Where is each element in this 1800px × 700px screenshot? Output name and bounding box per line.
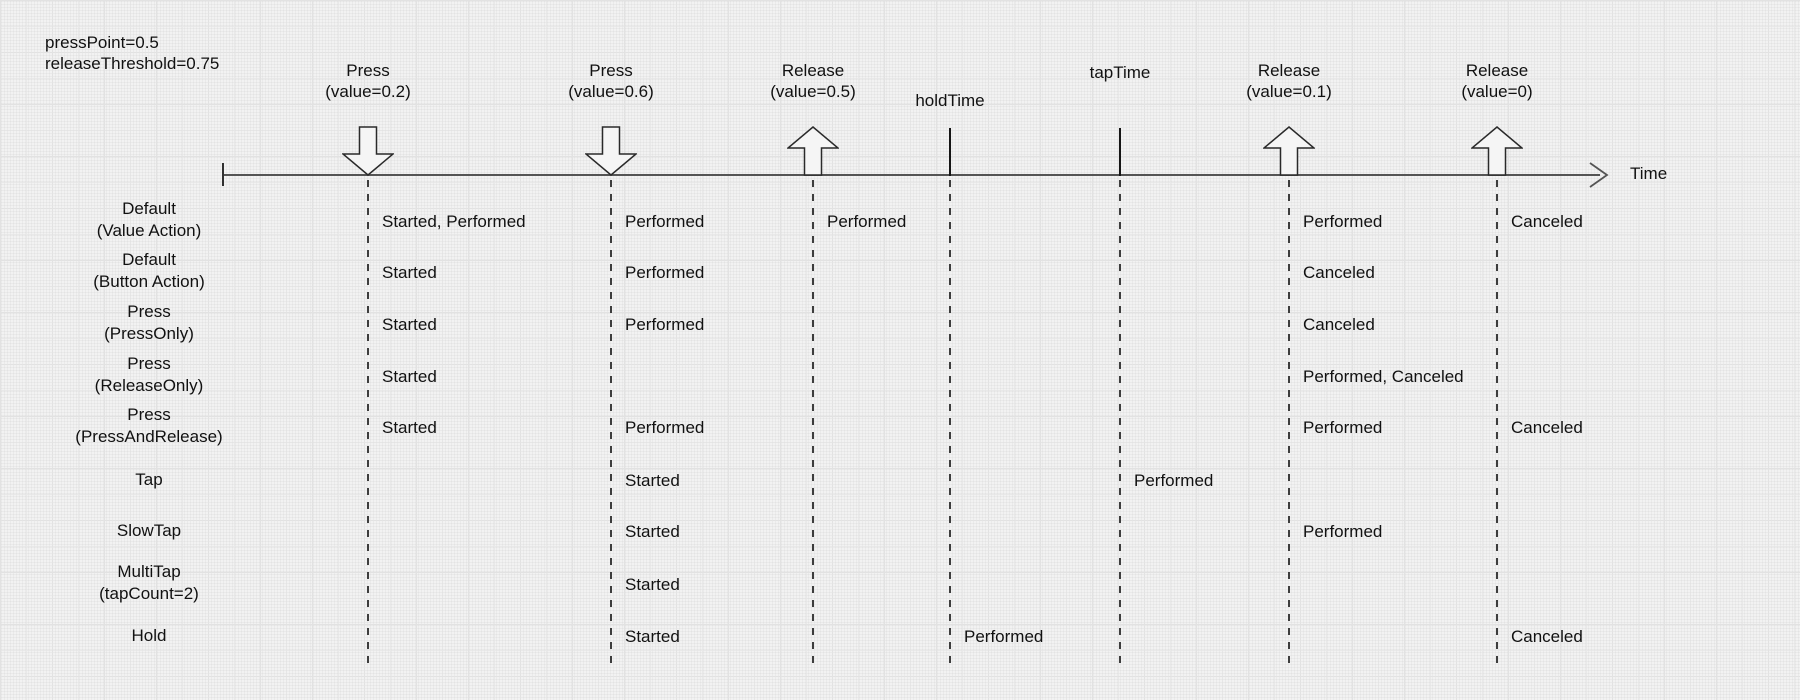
- row-label-line2: (Button Action): [93, 272, 205, 291]
- row-label-hold: Hold: [29, 625, 269, 647]
- event-header-release-0: Release (value=0): [1397, 60, 1597, 102]
- cell-tap-tap-time: Performed: [1134, 471, 1214, 490]
- event-guide-release-05: [812, 180, 814, 664]
- cell-slowtap-press-06: Started: [625, 522, 680, 541]
- cell-default-value-action-release-05: Performed: [827, 212, 907, 231]
- event-header-line2: (value=0.6): [568, 82, 654, 101]
- arrow-up-icon-release-01: [1261, 126, 1317, 176]
- row-label-line1: Press: [127, 302, 171, 321]
- event-header-press-06: Press (value=0.6): [511, 60, 711, 102]
- cell-press-pressonly-press-02: Started: [382, 315, 437, 334]
- row-label-line1: Press: [127, 354, 171, 373]
- row-label-default-value-action: Default (Value Action): [29, 198, 269, 242]
- time-axis-origin-tick: [222, 163, 224, 186]
- cell-hold-release-0: Canceled: [1511, 627, 1583, 646]
- row-label-line2: (ReleaseOnly): [94, 376, 204, 395]
- event-guide-press-02: [367, 180, 369, 664]
- arrow-up-icon-release-0: [1469, 126, 1525, 176]
- event-guide-release-01: [1288, 180, 1290, 664]
- cell-default-button-action-release-01: Canceled: [1303, 263, 1375, 282]
- row-label-line1: Default: [122, 250, 176, 269]
- row-label-line2: (tapCount=2): [99, 584, 199, 603]
- row-label-line1: SlowTap: [116, 521, 182, 540]
- arrow-down-icon-press-02: [340, 126, 396, 176]
- event-header-hold-time: holdTime: [850, 90, 1050, 111]
- event-header-line1: Release: [781, 61, 845, 80]
- arrow-up-icon-release-05: [785, 126, 841, 176]
- event-header-tap-time: tapTime: [1020, 62, 1220, 83]
- event-header-release-05: Release (value=0.5): [713, 60, 913, 102]
- event-header-release-01: Release (value=0.1): [1189, 60, 1389, 102]
- release-threshold-text: releaseThreshold=0.75: [45, 54, 220, 73]
- cell-default-button-action-press-02: Started: [382, 263, 437, 282]
- event-header-press-02: Press (value=0.2): [268, 60, 468, 102]
- event-guide-tap-time: [1119, 180, 1121, 664]
- cell-multitap-press-06: Started: [625, 575, 680, 594]
- row-label-slowtap: SlowTap: [29, 520, 269, 542]
- row-label-press-pressonly: Press (PressOnly): [29, 301, 269, 345]
- event-header-line1: Press: [589, 61, 633, 80]
- cell-press-pressonly-press-06: Performed: [625, 315, 705, 334]
- cell-slowtap-release-01: Performed: [1303, 522, 1383, 541]
- row-label-line1: Hold: [131, 626, 167, 645]
- event-header-line2: (value=0.1): [1246, 82, 1332, 101]
- event-tick-tap-time: [1119, 128, 1121, 176]
- cell-tap-press-06: Started: [625, 471, 680, 490]
- event-header-line1: Release: [1257, 61, 1321, 80]
- cell-press-pressonly-release-01: Canceled: [1303, 315, 1375, 334]
- cell-default-value-action-press-06: Performed: [625, 212, 705, 231]
- cell-press-releaseonly-release-01: Performed, Canceled: [1303, 367, 1464, 386]
- event-header-line2: (value=0.2): [325, 82, 411, 101]
- cell-default-value-action-release-01: Performed: [1303, 212, 1383, 231]
- cell-press-releaseonly-press-02: Started: [382, 367, 437, 386]
- cell-press-pressandrelease-release-01: Performed: [1303, 418, 1383, 437]
- row-label-line2: (Value Action): [96, 221, 202, 240]
- event-header-line2: (value=0.5): [770, 82, 856, 101]
- cell-default-value-action-release-0: Canceled: [1511, 212, 1583, 231]
- row-label-press-pressandrelease: Press (PressAndRelease): [29, 404, 269, 448]
- cell-press-pressandrelease-press-06: Performed: [625, 418, 705, 437]
- row-label-line1: Tap: [135, 470, 163, 489]
- row-label-line1: MultiTap: [117, 562, 181, 581]
- cell-hold-press-06: Started: [625, 627, 680, 646]
- row-label-line2: (PressAndRelease): [75, 427, 223, 446]
- event-guide-press-06: [610, 180, 612, 664]
- arrow-down-icon-press-06: [583, 126, 639, 176]
- event-header-line1: holdTime: [915, 91, 985, 110]
- time-axis-line: [222, 174, 1600, 176]
- event-header-line1: Press: [346, 61, 390, 80]
- row-label-tap: Tap: [29, 469, 269, 491]
- cell-hold-hold-time: Performed: [964, 627, 1044, 646]
- cell-default-button-action-press-06: Performed: [625, 263, 705, 282]
- parameters-note: pressPoint=0.5 releaseThreshold=0.75: [45, 32, 219, 74]
- row-label-default-button-action: Default (Button Action): [29, 249, 269, 293]
- row-label-line1: Default: [122, 199, 176, 218]
- cell-press-pressandrelease-release-0: Canceled: [1511, 418, 1583, 437]
- event-guide-hold-time: [949, 180, 951, 664]
- event-header-line1: tapTime: [1089, 63, 1151, 82]
- event-tick-hold-time: [949, 128, 951, 176]
- row-label-multitap: MultiTap (tapCount=2): [29, 561, 269, 605]
- time-axis-arrowhead-icon: [1589, 162, 1609, 188]
- time-axis-label: Time: [1630, 164, 1668, 183]
- press-point-text: pressPoint=0.5: [45, 33, 159, 52]
- event-guide-release-0: [1496, 180, 1498, 664]
- cell-press-pressandrelease-press-02: Started: [382, 418, 437, 437]
- row-label-line1: Press: [127, 405, 171, 424]
- event-header-line1: Release: [1465, 61, 1529, 80]
- event-header-line2: (value=0): [1461, 82, 1533, 101]
- row-label-press-releaseonly: Press (ReleaseOnly): [29, 353, 269, 397]
- cell-default-value-action-press-02: Started, Performed: [382, 212, 526, 231]
- row-label-line2: (PressOnly): [104, 324, 194, 343]
